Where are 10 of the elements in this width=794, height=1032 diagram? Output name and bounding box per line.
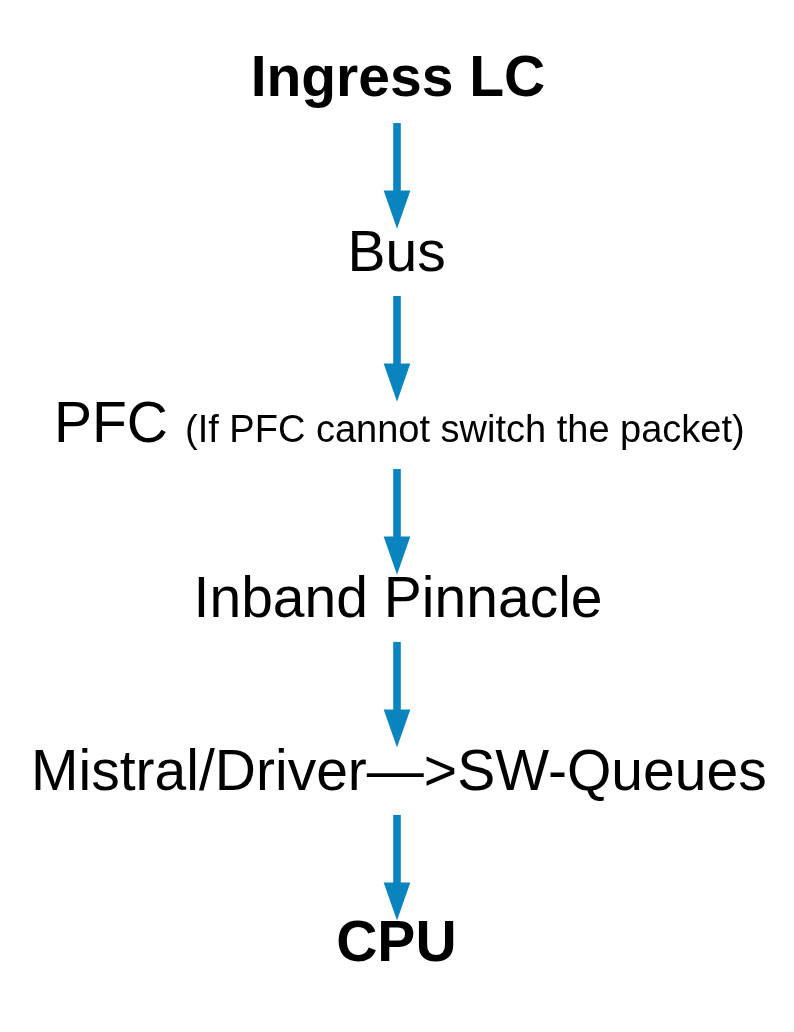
node-text: CPU — [336, 908, 457, 973]
node-text: Inband Pinnacle — [193, 564, 603, 629]
node-text: Mistral/Driver—>SW-Queues — [31, 737, 767, 802]
arrow — [383, 468, 411, 575]
node-text: Ingress LC — [250, 43, 546, 108]
node-text: Bus — [347, 218, 446, 283]
arrow — [383, 814, 411, 921]
node-label: (If PFC cannot switch the packet) — [185, 407, 745, 450]
arrow — [383, 641, 411, 748]
node-text: PFC — [53, 389, 168, 454]
